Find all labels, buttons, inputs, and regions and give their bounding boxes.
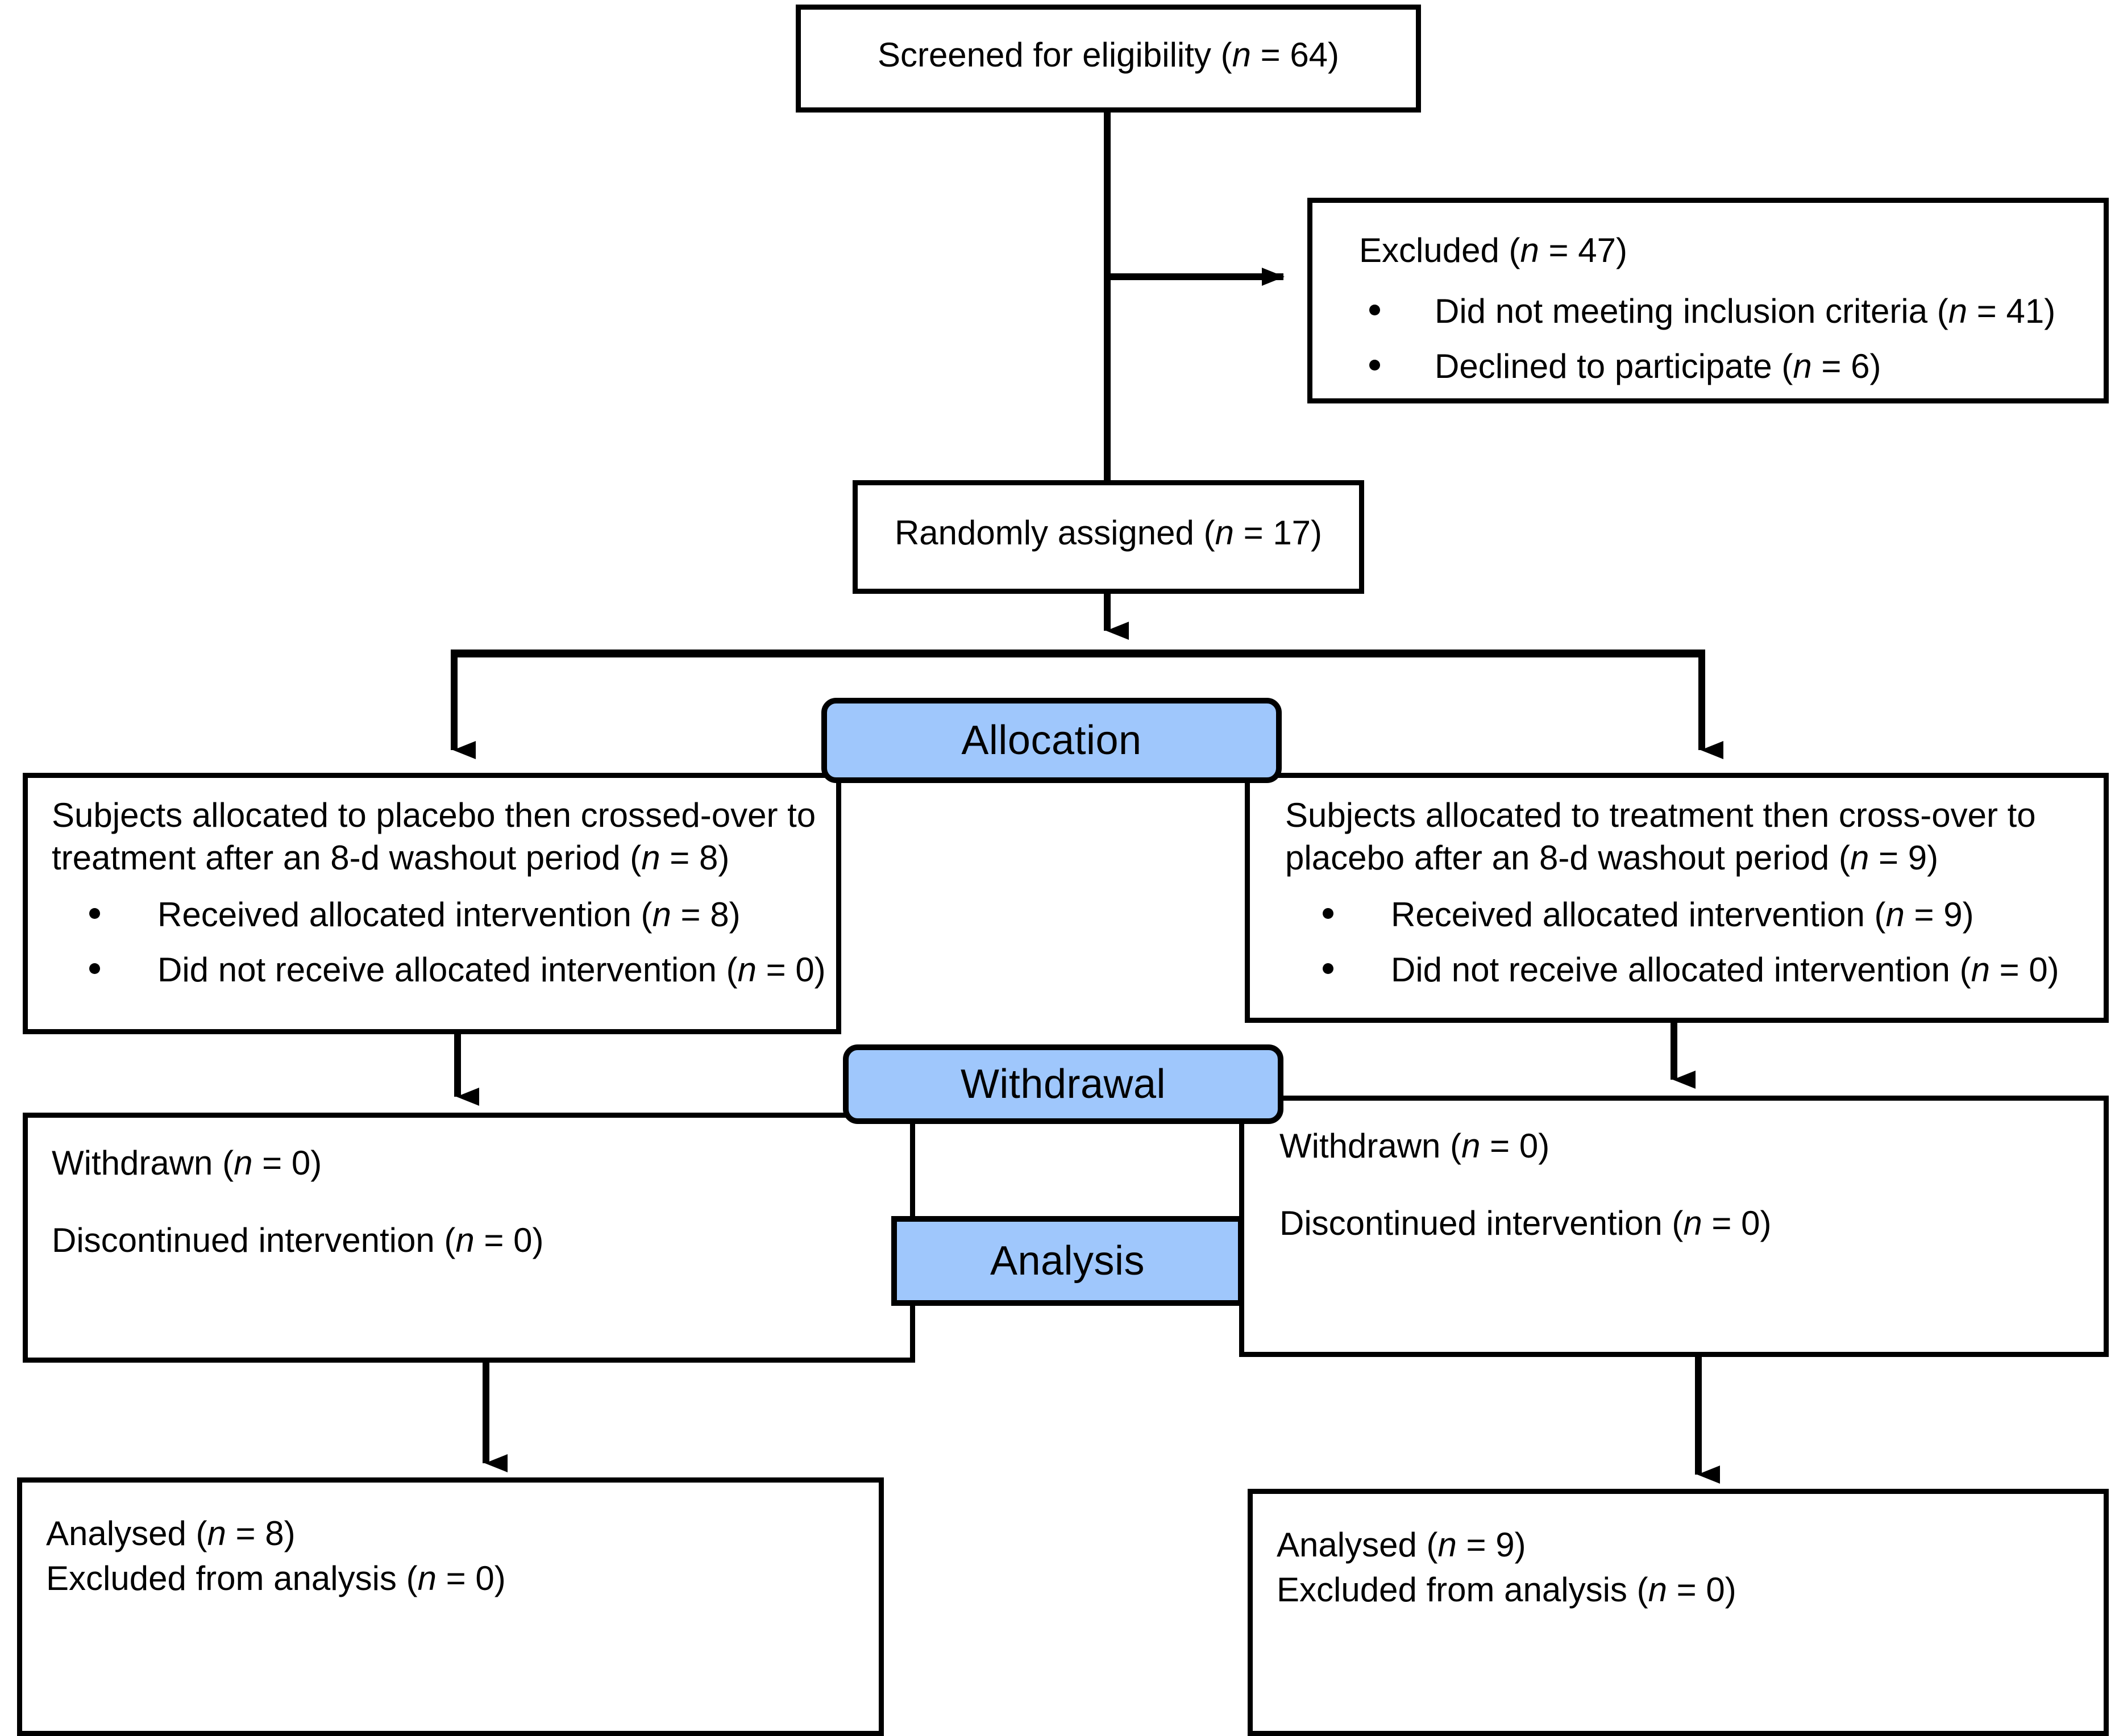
alloc-left-item-0-pre: Received allocated intervention ( [157, 896, 653, 934]
alloc-left-item-1-post: = 0) [756, 951, 826, 989]
alloc-right-item-0-n-symbol: n [1885, 896, 1905, 934]
stage-banner-analysis: Analysis [891, 1216, 1244, 1306]
alloc-right-intervention-list: Received allocated intervention (n = 9) … [1323, 887, 2059, 997]
withdraw-left-line-2-n-symbol: n [455, 1221, 475, 1259]
alloc-right-line-2-pre: placebo after an 8-d washout period ( [1285, 838, 1850, 877]
alloc-left-intervention-list: Received allocated intervention (n = 8) … [89, 887, 826, 997]
analysed-left-line-1-pre: Analysed ( [46, 1514, 207, 1552]
randomized-label-post: = 17) [1233, 514, 1323, 552]
withdraw-left-line-2-pre: Discontinued intervention ( [52, 1221, 456, 1259]
list-item: Declined to participate (n = 6) [1369, 339, 2055, 394]
alloc-left-item-1-pre: Did not receive allocated intervention ( [157, 951, 738, 989]
alloc-left-line-2-post: = 8) [660, 838, 730, 877]
withdraw-left-line-2-post: = 0) [474, 1221, 544, 1259]
analysed-left-line-1-post: = 8) [226, 1514, 296, 1552]
excluded-reason-list: Did not meeting inclusion criteria (n = … [1369, 284, 2055, 394]
node-excluded: Excluded (n = 47) Did not meeting inclus… [1307, 198, 2109, 403]
excluded-heading-pre: Excluded ( [1359, 231, 1520, 269]
excluded-item-0-n-symbol: n [1948, 292, 1968, 330]
alloc-left-n-symbol: n [641, 838, 660, 877]
stage-banner-withdrawal-label: Withdrawal [960, 1061, 1166, 1107]
bullet-dot-icon [1323, 908, 1333, 919]
bullet-dot-icon [89, 908, 100, 919]
randomized-n-symbol: n [1215, 514, 1234, 552]
analysed-right-line-2-n-symbol: n [1648, 1570, 1667, 1609]
node-allocation-treatment-first: Subjects allocated to treatment then cro… [1245, 773, 2109, 1023]
analysed-left-line-2-pre: Excluded from analysis ( [46, 1559, 418, 1597]
withdraw-left-line-1-n-symbol: n [234, 1144, 253, 1182]
excluded-item-1-post: = 6) [1811, 347, 1881, 386]
alloc-right-item-1-post: = 0) [1989, 951, 2059, 989]
alloc-right-item-0-post: = 9) [1904, 896, 1974, 934]
withdraw-right-line-2-pre: Discontinued intervention ( [1279, 1204, 1684, 1242]
analysed-left-line-2-n-symbol: n [417, 1559, 437, 1597]
analysed-right-line-2-post: = 0) [1667, 1570, 1736, 1609]
list-item: Received allocated intervention (n = 9) [1323, 887, 2059, 942]
node-withdrawal-right: Withdrawn (n = 0) Discontinued intervent… [1239, 1096, 2109, 1357]
stage-banner-withdrawal: Withdrawal [843, 1044, 1283, 1124]
analysed-left-line-1-n-symbol: n [207, 1514, 226, 1552]
bullet-dot-icon [1369, 305, 1380, 316]
list-item: Received allocated intervention (n = 8) [89, 887, 826, 942]
alloc-left-item-0-n-symbol: n [652, 896, 671, 934]
node-randomly-assigned: Randomly assigned (n = 17) [853, 480, 1364, 594]
analysed-right-line-1-pre: Analysed ( [1277, 1526, 1438, 1564]
alloc-left-line-1: Subjects allocated to placebo then cross… [52, 796, 816, 834]
withdraw-right-line-1-pre: Withdrawn ( [1279, 1127, 1462, 1165]
stage-banner-allocation-label: Allocation [961, 718, 1142, 763]
screened-n-symbol: n [1232, 36, 1251, 74]
list-item: Did not meeting inclusion criteria (n = … [1369, 284, 2055, 339]
bullet-dot-icon [1323, 963, 1333, 975]
stage-banner-allocation: Allocation [821, 698, 1282, 783]
bullet-dot-icon [89, 963, 100, 975]
withdraw-right-line-2-n-symbol: n [1683, 1204, 1702, 1242]
bullet-dot-icon [1369, 360, 1380, 371]
alloc-right-item-0-pre: Received allocated intervention ( [1391, 896, 1886, 934]
alloc-right-line-1: Subjects allocated to treatment then cro… [1285, 796, 2036, 834]
excluded-item-1-pre: Declined to participate ( [1435, 347, 1793, 386]
alloc-right-n-symbol: n [1850, 838, 1869, 877]
alloc-left-item-1-n-symbol: n [737, 951, 757, 989]
alloc-left-item-0-post: = 8) [671, 896, 741, 934]
node-withdrawal-left: Withdrawn (n = 0) Discontinued intervent… [23, 1113, 915, 1363]
excluded-item-1-n-symbol: n [1793, 347, 1812, 386]
withdraw-right-line-2-post: = 0) [1702, 1204, 1772, 1242]
stage-banner-analysis-label: Analysis [990, 1238, 1145, 1284]
excluded-item-0-post: = 41) [1967, 292, 2056, 330]
list-item: Did not receive allocated intervention (… [89, 942, 826, 997]
excluded-heading-post: = 47) [1539, 231, 1627, 269]
withdraw-right-line-1-post: = 0) [1480, 1127, 1550, 1165]
analysed-right-line-2-pre: Excluded from analysis ( [1277, 1570, 1648, 1609]
excluded-heading-n-symbol: n [1520, 231, 1539, 269]
randomized-label-pre: Randomly assigned ( [894, 514, 1215, 552]
node-analysed-left: Analysed (n = 8) Excluded from analysis … [17, 1477, 884, 1736]
alloc-right-item-1-n-symbol: n [1971, 951, 1990, 989]
withdraw-left-line-1-pre: Withdrawn ( [52, 1144, 234, 1182]
screened-label-post: = 64) [1250, 36, 1340, 74]
alloc-right-line-2-post: = 9) [1869, 838, 1939, 877]
node-allocation-placebo-first: Subjects allocated to placebo then cross… [23, 773, 841, 1034]
withdraw-left-line-1-post: = 0) [252, 1144, 322, 1182]
alloc-right-item-1-pre: Did not receive allocated intervention ( [1391, 951, 1971, 989]
excluded-item-0-pre: Did not meeting inclusion criteria ( [1435, 292, 1948, 330]
withdraw-right-line-1-n-symbol: n [1461, 1127, 1481, 1165]
screened-label-pre: Screened for eligibility ( [877, 36, 1232, 74]
list-item: Did not receive allocated intervention (… [1323, 942, 2059, 997]
alloc-left-line-2-pre: treatment after an 8-d washout period ( [52, 838, 642, 877]
analysed-left-line-2-post: = 0) [436, 1559, 506, 1597]
analysed-right-line-1-n-symbol: n [1437, 1526, 1457, 1564]
node-screened-for-eligibility: Screened for eligibility (n = 64) [796, 5, 1421, 113]
analysed-right-line-1-post: = 9) [1456, 1526, 1526, 1564]
node-analysed-right: Analysed (n = 9) Excluded from analysis … [1248, 1489, 2109, 1736]
